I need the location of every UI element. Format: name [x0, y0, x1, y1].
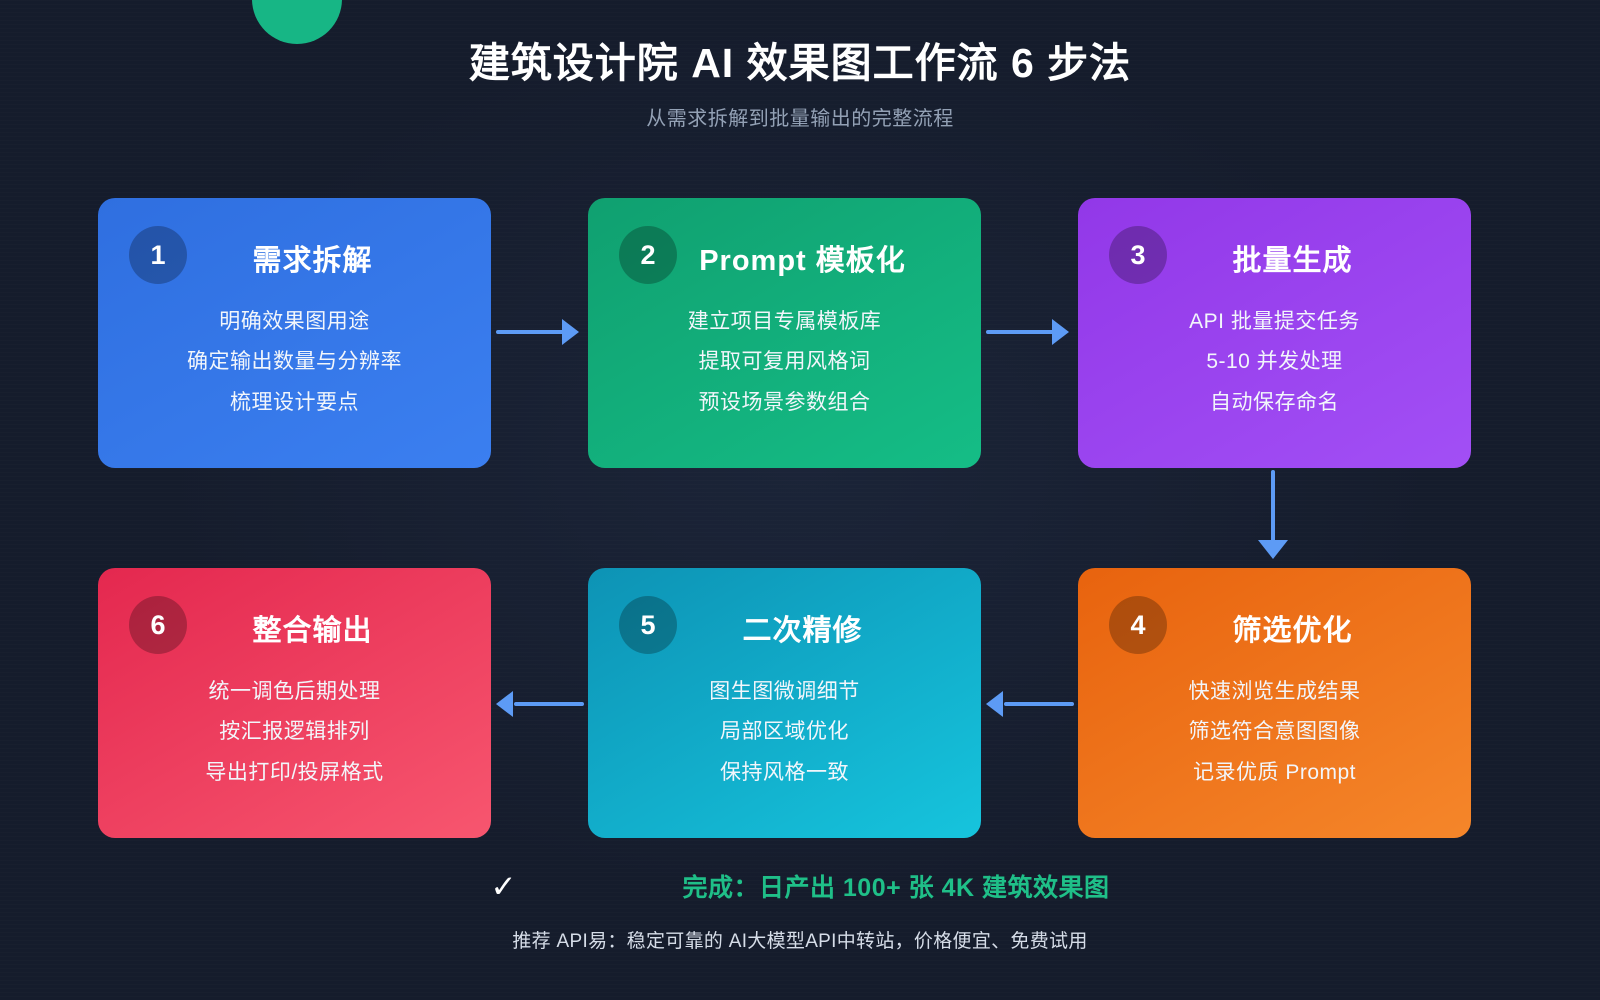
step-title: 批量生成	[1232, 245, 1353, 277]
step-title: 整合输出	[252, 615, 373, 647]
arrow-step5-to-step6	[496, 690, 584, 718]
footer: ✓ 完成：日产出 100+ 张 4K 建筑效果图 推荐 API易：稳定可靠的 A…	[0, 868, 1600, 953]
step-card-5[interactable]: 5 二次精修 图生图微调细节 局部区域优化 保持风格一致	[588, 568, 981, 838]
step-title: 筛选优化	[1232, 615, 1353, 647]
step-number-badge: 1	[129, 226, 187, 284]
step-detail-line: 快速浏览生成结果	[1188, 680, 1361, 703]
arrow-step1-to-step2	[496, 318, 584, 346]
step-detail-line: 记录优质 Prompt	[1192, 760, 1357, 784]
step-detail-line: API 批量提交任务	[1189, 310, 1360, 333]
step-detail-line: 图生图微调细节	[709, 680, 860, 703]
page-subtitle: 从需求拆解到批量输出的完整流程	[646, 108, 954, 131]
step-number-badge: 2	[619, 226, 677, 284]
step-number-badge: 4	[1109, 596, 1167, 654]
step-detail-list: 快速浏览生成结果 筛选符合意图图像 记录优质 Prompt	[1078, 672, 1471, 793]
step-number-badge: 3	[1109, 226, 1167, 284]
step-title: 需求拆解	[252, 245, 373, 277]
step-detail-line: 筛选符合意图图像	[1188, 720, 1361, 744]
arrow-step2-to-step3	[986, 318, 1074, 346]
step-detail-list: 统一调色后期处理 按汇报逻辑排列 导出打印/投屏格式	[98, 672, 491, 793]
step-number-badge: 6	[129, 596, 187, 654]
step-detail-line: 导出打印/投屏格式	[205, 760, 384, 784]
step-number-badge: 5	[619, 596, 677, 654]
step-title: 二次精修	[742, 615, 863, 647]
footer-highlight-text: 完成：日产出 100+ 张 4K 建筑效果图	[682, 874, 1110, 902]
step-detail-line: 建立项目专属模板库	[687, 310, 882, 333]
step-detail-line: 梳理设计要点	[230, 390, 359, 414]
step-detail-line: 保持风格一致	[720, 760, 849, 784]
step-detail-list: 图生图微调细节 局部区域优化 保持风格一致	[588, 672, 981, 793]
step-detail-line: 5-10 并发处理	[1206, 350, 1343, 374]
arrow-step4-to-step5	[986, 690, 1074, 718]
step-detail-list: API 批量提交任务 5-10 并发处理 自动保存命名	[1078, 302, 1471, 423]
footer-note-text: 推荐 API易：稳定可靠的 AI大模型API中转站，价格便宜、免费试用	[512, 931, 1088, 952]
step-detail-line: 按汇报逻辑排列	[219, 720, 370, 744]
header: 建筑设计院 AI 效果图工作流 6 步法 从需求拆解到批量输出的完整流程	[0, 38, 1600, 131]
step-detail-line: 自动保存命名	[1210, 390, 1339, 414]
step-detail-line: 统一调色后期处理	[208, 680, 381, 703]
footer-result-row: ✓ 完成：日产出 100+ 张 4K 建筑效果图	[0, 868, 1600, 904]
step-card-6[interactable]: 6 整合输出 统一调色后期处理 按汇报逻辑排列 导出打印/投屏格式	[98, 568, 491, 838]
step-card-3[interactable]: 3 批量生成 API 批量提交任务 5-10 并发处理 自动保存命名	[1078, 198, 1471, 468]
step-detail-list: 建立项目专属模板库 提取可复用风格词 预设场景参数组合	[588, 302, 981, 423]
arrow-step3-to-step4	[1258, 470, 1288, 562]
step-detail-line: 确定输出数量与分辨率	[187, 350, 402, 374]
step-card-1[interactable]: 1 需求拆解 明确效果图用途 确定输出数量与分辨率 梳理设计要点	[98, 198, 491, 468]
step-detail-line: 明确效果图用途	[219, 310, 370, 333]
check-icon: ✓	[490, 868, 517, 904]
step-detail-list: 明确效果图用途 确定输出数量与分辨率 梳理设计要点	[98, 302, 491, 423]
step-card-4[interactable]: 4 筛选优化 快速浏览生成结果 筛选符合意图图像 记录优质 Prompt	[1078, 568, 1471, 838]
step-title: Prompt 模板化	[699, 245, 906, 277]
page-title: 建筑设计院 AI 效果图工作流 6 步法	[468, 40, 1132, 86]
step-detail-line: 预设场景参数组合	[698, 390, 871, 414]
step-detail-line: 局部区域优化	[720, 720, 849, 744]
step-detail-line: 提取可复用风格词	[698, 350, 871, 374]
step-card-2[interactable]: 2 Prompt 模板化 建立项目专属模板库 提取可复用风格词 预设场景参数组合	[588, 198, 981, 468]
